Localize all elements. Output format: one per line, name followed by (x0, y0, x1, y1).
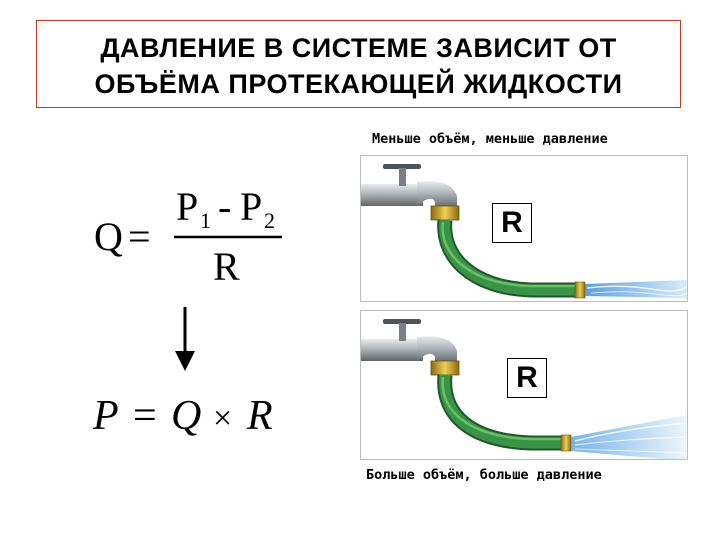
formula-sub-1: 1 (200, 208, 211, 233)
nozzle (560, 434, 572, 452)
faucet-hose-illustration-low (361, 164, 687, 299)
formula-equals: = (128, 214, 151, 259)
faucet-hose-illustration-high (361, 319, 687, 459)
brass-coupling (430, 360, 460, 376)
formula-denominator: R (213, 244, 240, 289)
pipe (361, 339, 423, 361)
formula-pressure: P = Q × R (92, 393, 273, 439)
formula-ohm-flow: Q = P 1 - P 2 R (94, 184, 282, 289)
title-line-2: ОБЪЁМА ПРОТЕКАЮЩЕЙ ЖИДКОСТИ (94, 69, 623, 99)
title-box: ДАВЛЕНИЕ В СИСТЕМЕ ЗАВИСИТ ОТ ОБЪЁМА ПРО… (36, 20, 681, 108)
nozzle (574, 281, 586, 299)
pipe (361, 184, 423, 206)
formula2-q: Q (171, 393, 201, 439)
formula-q: Q (94, 214, 123, 259)
formula2-p: P (92, 393, 119, 439)
formula-p1: P (176, 184, 198, 229)
down-arrow-icon (175, 307, 195, 371)
formula2-times: × (213, 400, 232, 437)
panel-high-flow: R (360, 310, 688, 460)
resistor-label-box: R (492, 203, 532, 243)
formula2-equals: = (133, 393, 157, 439)
faucet-handle-icon (383, 319, 421, 324)
faucet-body (417, 336, 457, 363)
formula2-r: R (246, 393, 273, 439)
brass-coupling (430, 205, 460, 221)
caption-less-volume: Меньше объём, меньше давление (372, 131, 608, 147)
title-line-1: ДАВЛЕНИЕ В СИСТЕМЕ ЗАВИСИТ ОТ (100, 33, 617, 63)
caption-more-volume: Больше объём, больше давление (366, 467, 602, 483)
faucet-body (417, 181, 457, 208)
water-stream (585, 280, 687, 298)
resistor-label-box: R (507, 358, 547, 398)
formula-sub-2: 2 (264, 208, 275, 233)
panel-low-flow: R (360, 155, 688, 302)
formula-p2: P (240, 184, 262, 229)
faucet-handle-icon (383, 164, 421, 169)
formula-minus: - (218, 184, 231, 229)
